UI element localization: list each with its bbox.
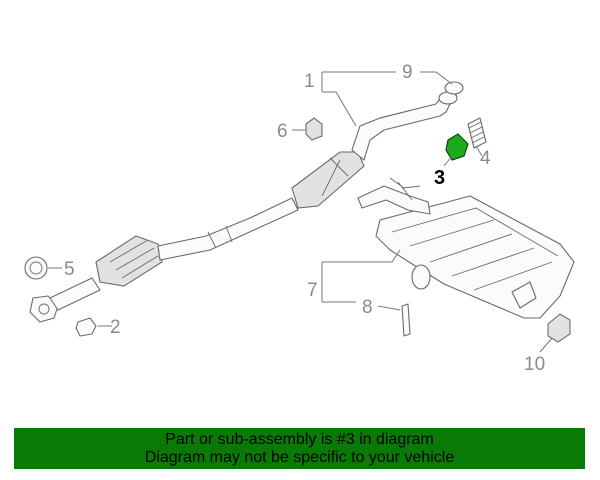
mid-pipe [157, 197, 299, 261]
callout-3[interactable]: 3 [434, 167, 445, 189]
callout-1: 1 [304, 71, 315, 92]
callout-6: 6 [277, 121, 288, 142]
banner-line-2: Diagram may not be specific to your vehi… [144, 448, 455, 466]
callout-8: 8 [362, 297, 373, 318]
spring [467, 117, 487, 149]
leader-1 [321, 72, 357, 127]
gasket-ring [24, 256, 48, 280]
pipe-joint [207, 225, 233, 249]
muffler-assembly [357, 177, 575, 343]
callout-5: 5 [64, 259, 75, 280]
front-flange-hole [38, 303, 50, 315]
leader-lines [48, 71, 553, 353]
tailpipe-tip [511, 281, 537, 309]
leader-3 [443, 155, 453, 167]
catalytic-converter [95, 235, 163, 287]
leader-4 [475, 145, 483, 157]
stud-bolt [401, 303, 411, 337]
muffler-ribs [391, 207, 559, 291]
rear-pipe [351, 95, 453, 161]
small-parts [24, 81, 487, 337]
front-pipe-assembly [29, 91, 458, 323]
converter-ribs [109, 239, 159, 279]
muffler-inlet-pipe [357, 185, 431, 215]
spring-coils [468, 121, 485, 144]
resonator [291, 151, 365, 209]
leader-7 [321, 249, 401, 303]
callout-9: 9 [402, 62, 413, 83]
leader-9 [420, 71, 453, 85]
muffler-flange [411, 264, 431, 290]
flange-nut [75, 317, 97, 337]
leader-8 [377, 305, 401, 311]
info-banner: Part or sub-assembly is #3 in diagram Di… [14, 428, 585, 469]
muffler-bracket [389, 177, 421, 201]
banner-line-1: Part or sub-assembly is #3 in diagram [165, 430, 434, 448]
gasket-ring-inner [29, 261, 43, 275]
info-banner-background [14, 428, 585, 469]
callouts: 1 2 3 4 5 6 7 8 9 10 [64, 62, 545, 375]
highlighted-part-3[interactable] [445, 133, 469, 161]
top-gasket [444, 81, 464, 95]
callout-7: 7 [307, 280, 318, 301]
callout-2: 2 [110, 317, 121, 338]
rear-hanger-insulator [547, 313, 571, 343]
resonator-seam [321, 157, 349, 197]
callout-4: 4 [480, 148, 491, 169]
front-flange [29, 295, 59, 323]
front-hanger-insulator [305, 117, 323, 141]
down-pipe [49, 277, 101, 311]
leader-10 [539, 337, 553, 353]
callout-10: 10 [524, 354, 545, 375]
muffler-body [375, 195, 575, 319]
